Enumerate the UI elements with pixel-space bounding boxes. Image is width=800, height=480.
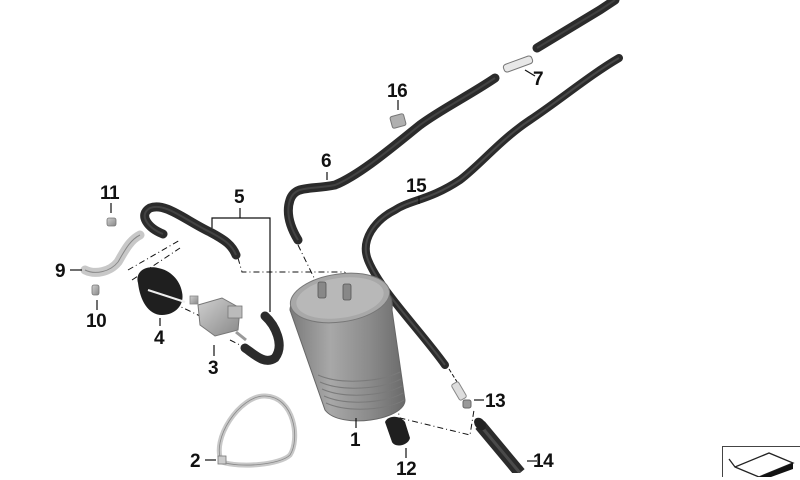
cap-12 xyxy=(385,416,410,458)
callout-11[interactable]: 11 xyxy=(100,183,120,204)
hose-6 xyxy=(283,73,500,245)
screw-11 xyxy=(106,203,117,227)
callout-14[interactable]: 14 xyxy=(533,451,554,472)
clip-16 xyxy=(389,100,407,129)
hose-15 xyxy=(361,54,623,369)
callout-15[interactable]: 15 xyxy=(406,176,427,197)
callout-9[interactable]: 9 xyxy=(55,261,66,282)
callout-3[interactable]: 3 xyxy=(208,358,219,379)
leader-lines xyxy=(326,172,420,204)
callout-5[interactable]: 5 xyxy=(234,187,245,208)
canister-1 xyxy=(289,272,406,428)
callout-12[interactable]: 12 xyxy=(396,459,417,480)
callout-16[interactable]: 16 xyxy=(387,81,408,102)
hose-5-lower xyxy=(240,311,284,365)
callout-2[interactable]: 2 xyxy=(190,451,201,472)
callout-13[interactable]: 13 xyxy=(485,391,506,412)
detail-view-icon[interactable] xyxy=(722,446,800,477)
bracket-9 xyxy=(70,230,145,277)
rubber-mount-4 xyxy=(137,267,186,326)
callout-6[interactable]: 6 xyxy=(321,151,332,172)
bracket-5 xyxy=(211,208,271,312)
strap-2 xyxy=(205,393,298,468)
hose-14 xyxy=(474,417,537,473)
fitting-13 xyxy=(448,368,484,409)
hose-5-upper xyxy=(140,202,241,260)
upper-hose xyxy=(532,0,620,53)
valve-3 xyxy=(189,295,247,356)
callout-1[interactable]: 1 xyxy=(350,430,361,451)
callout-10[interactable]: 10 xyxy=(86,311,107,332)
connector-7 xyxy=(502,55,536,77)
callout-7[interactable]: 7 xyxy=(533,69,544,90)
screw-10 xyxy=(91,284,100,310)
callout-4[interactable]: 4 xyxy=(154,328,165,349)
